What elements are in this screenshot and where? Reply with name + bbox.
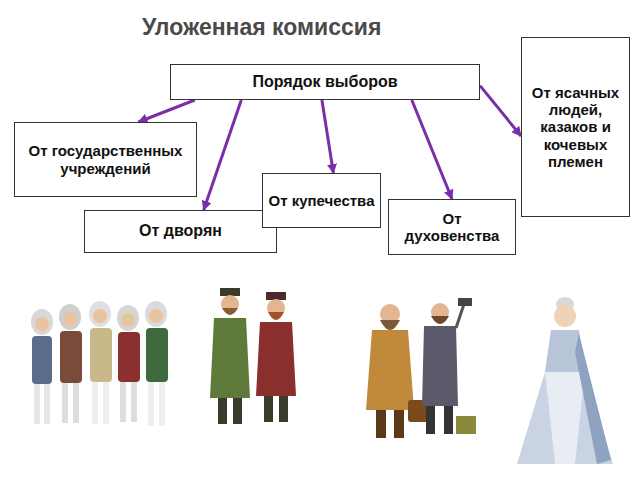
text-box: От дворян: [84, 210, 277, 253]
box-label: От духовенства: [394, 210, 510, 245]
text-box: От ясачных людей, казаков и кочевых плем…: [521, 37, 630, 217]
diagram-title: Уложенная комиссия: [142, 14, 381, 41]
merchants-figures: [210, 288, 296, 424]
arrow-connector: [480, 86, 521, 136]
box-label: От дворян: [139, 222, 222, 240]
arrow-connector: [322, 100, 334, 173]
text-box: От купечества: [262, 173, 381, 228]
empress-figure: [517, 297, 613, 464]
nobles-figures: [31, 301, 168, 426]
box-label: От ясачных людей, казаков и кочевых плем…: [527, 84, 624, 170]
text-box: От духовенства: [388, 199, 516, 255]
box-label: От купечества: [269, 192, 375, 209]
text-box: От государственных учреждений: [14, 122, 197, 197]
arrow-connector: [204, 100, 242, 210]
arrow-connector: [138, 100, 194, 122]
box-label: Порядок выборов: [252, 73, 397, 91]
box-label: От государственных учреждений: [20, 142, 191, 177]
craftsmen-figures: [366, 298, 476, 438]
arrow-connector: [412, 100, 452, 199]
text-box: Порядок выборов: [170, 64, 480, 100]
